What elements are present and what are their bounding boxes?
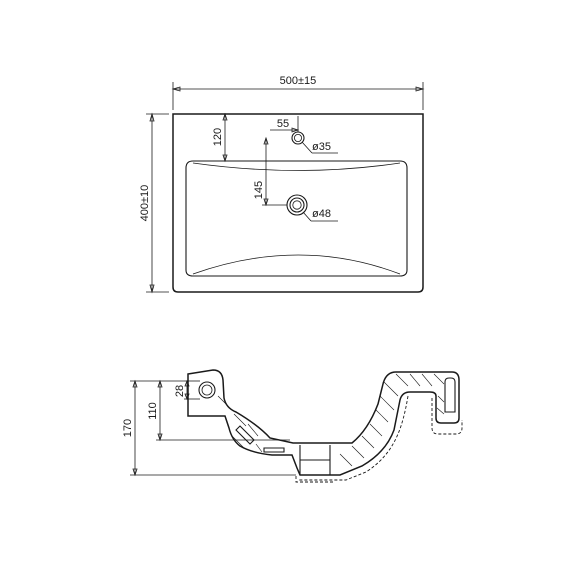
dim-total-height: 170: [122, 379, 296, 477]
top-view: 500±15 400±10 120 55: [139, 75, 425, 294]
dim-drain-offset: 145: [253, 136, 287, 207]
drain-hole-ring: [289, 197, 305, 213]
dim-overflow-height: 28: [174, 379, 200, 401]
bowl-bottom-contour: [192, 254, 401, 275]
leader-tap-hole: ø35: [301, 141, 338, 154]
tap-hole-label: ø35: [312, 141, 331, 153]
section-hatching: [217, 373, 445, 467]
drain-socket: [299, 445, 331, 475]
leader-drain-hole: ø48: [302, 208, 338, 222]
overflow-hole-inner: [201, 384, 213, 396]
bowl-top-contour: [192, 162, 401, 171]
tap-hole-inner: [293, 133, 302, 142]
rim-slot: [444, 377, 456, 413]
dim-bowl-depth-label: 110: [147, 402, 159, 420]
dim-width: 500±15: [171, 75, 425, 110]
section-body-outline: [187, 369, 460, 476]
dim-drain-offset-label: 145: [253, 181, 265, 199]
dim-width-label: 500±15: [280, 75, 317, 87]
dim-depth-label: 400±10: [139, 185, 151, 222]
drain-hole-inner: [292, 200, 302, 210]
dim-total-height-label: 170: [122, 419, 134, 437]
dim-bowl-depth: 110: [147, 379, 290, 442]
drain-hole-label: ø48: [312, 208, 331, 220]
dim-depth: 400±10: [139, 112, 169, 294]
basin-outer-outline: [172, 113, 424, 293]
cabinet-outline-right: [298, 395, 409, 481]
dim-tap-shift-label: 55: [277, 118, 289, 130]
dim-tap-offset-label: 120: [212, 128, 224, 146]
dim-tap-shift: 55: [270, 116, 300, 133]
dim-overflow-height-label: 28: [174, 385, 186, 397]
dim-tap-offset: 120: [212, 112, 228, 163]
section-view: 28 110 170: [122, 369, 463, 483]
overflow-channel: [235, 425, 255, 445]
basin-bowl-outline: [185, 160, 408, 277]
cabinet-outline-rim: [431, 398, 463, 435]
overflow-hole: [198, 381, 216, 399]
cabinet-outline-drain: [295, 476, 334, 483]
overflow-slot: [263, 447, 285, 453]
